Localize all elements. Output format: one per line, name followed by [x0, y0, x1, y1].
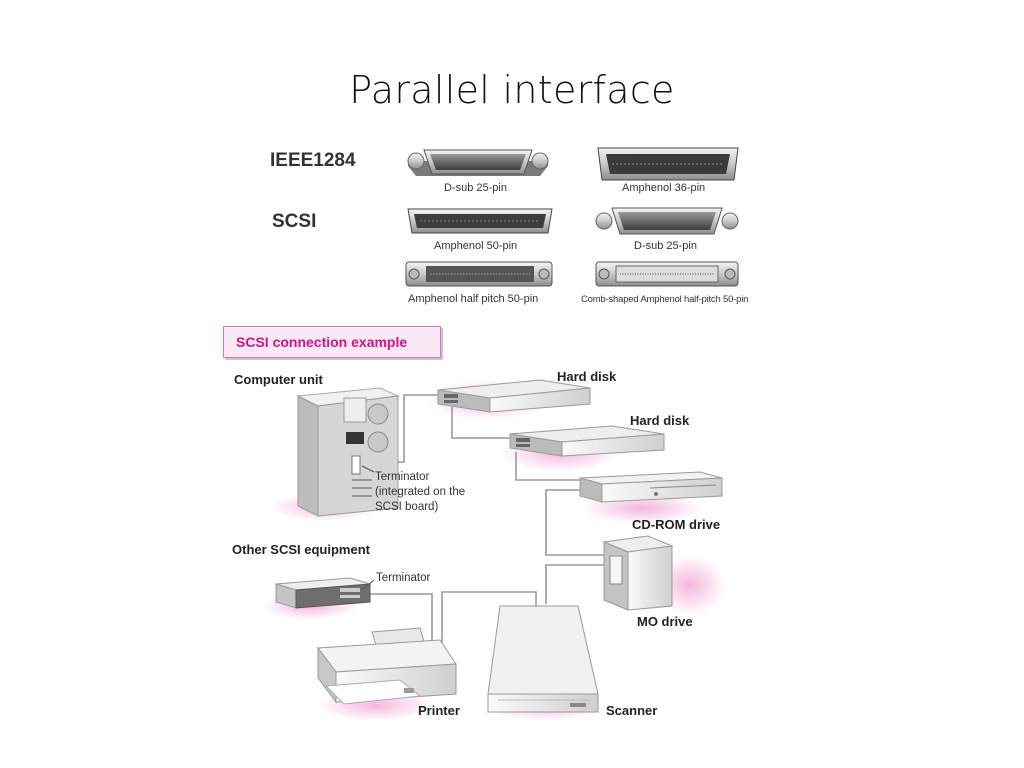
caption-dsub25-ieee: D-sub 25-pin	[444, 182, 507, 194]
caption-amphenol50: Amphenol 50-pin	[434, 240, 518, 252]
slide-title: Parallel interface	[349, 68, 675, 112]
dsub25-connector-ieee	[407, 149, 549, 176]
half-pitch50-connector	[405, 261, 553, 287]
scsi-cables	[350, 394, 606, 648]
label-printer: Printer	[418, 703, 460, 718]
amphenol50-connector	[407, 208, 553, 234]
comb-half-pitch50-connector	[595, 261, 739, 287]
terminator-note: Terminator (integrated on the SCSI board…	[375, 470, 465, 515]
terminator-note-line-3: SCSI board)	[375, 501, 439, 513]
caption-amphenol36: Amphenol 36-pin	[622, 182, 706, 194]
label-other-scsi-equipment: Other SCSI equipment	[232, 542, 370, 557]
scanner	[487, 605, 599, 713]
scsi-example-heading-box: SCSI connection example	[223, 326, 441, 358]
label-mo-drive: MO drive	[637, 614, 693, 629]
label-cdrom-drive: CD-ROM drive	[632, 517, 721, 532]
caption-half-pitch50: Amphenol half pitch 50-pin	[408, 293, 539, 305]
label-hard-disk-2: Hard disk	[630, 413, 690, 428]
caption-dsub25-scsi: D-sub 25-pin	[634, 240, 697, 252]
amphenol36-connector	[597, 147, 739, 181]
other-scsi-equipment	[275, 577, 371, 609]
hard-disk-1	[437, 379, 591, 413]
computer-tower	[296, 387, 400, 517]
terminator-note-line-2: (integrated on the	[375, 486, 466, 498]
scsi-label: SCSI	[272, 211, 317, 232]
label-computer-unit: Computer unit	[234, 372, 323, 387]
dsub25-connector-scsi	[595, 207, 739, 235]
hard-disk-2	[509, 425, 665, 457]
printer	[317, 627, 457, 705]
ieee1284-label: IEEE1284	[270, 150, 356, 171]
mo-drive	[602, 535, 674, 611]
label-hard-disk-1: Hard disk	[557, 369, 617, 384]
label-scanner: Scanner	[606, 703, 658, 718]
label-terminator: Terminator	[376, 572, 431, 584]
scsi-example-heading: SCSI connection example	[236, 334, 408, 350]
caption-comb-half-pitch50: Comb-shaped Amphenol half-pitch 50-pin	[581, 294, 749, 305]
cdrom-drive	[579, 471, 723, 503]
terminator-note-line-1: Terminator	[375, 471, 430, 483]
